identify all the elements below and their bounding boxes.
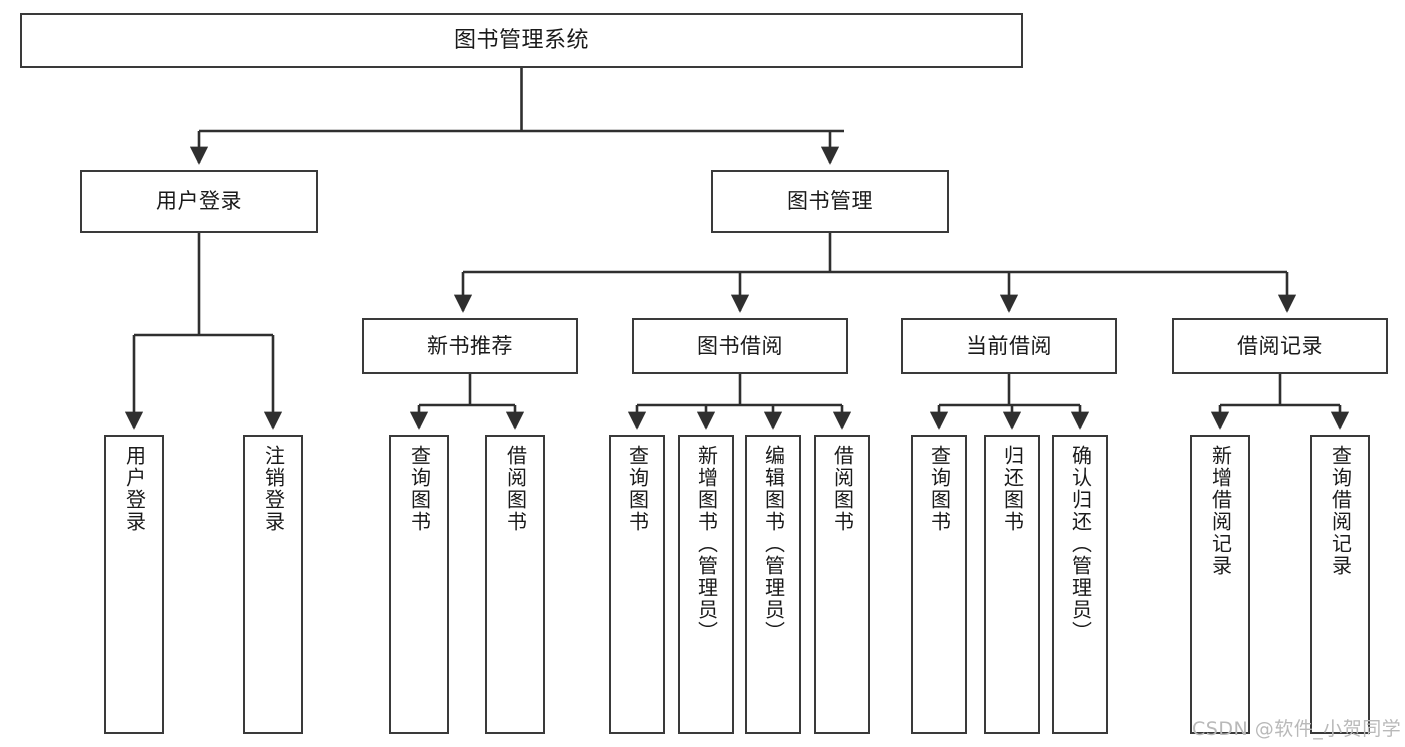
node-leaf-borrow-book-rec[interactable]: 借阅图书 [485, 435, 545, 734]
node-leaf-add-book-label: 新增图书（管理员） [694, 445, 719, 643]
node-book-manage[interactable]: 图书管理 [711, 170, 949, 233]
node-book-borrow[interactable]: 图书借阅 [632, 318, 848, 374]
node-leaf-logout[interactable]: 注销登录 [243, 435, 303, 734]
node-root[interactable]: 图书管理系统 [20, 13, 1023, 68]
node-root-label: 图书管理系统 [453, 27, 589, 53]
node-leaf-borrow-book[interactable]: 借阅图书 [814, 435, 870, 734]
node-borrow-record-label: 借阅记录 [1237, 333, 1323, 358]
node-new-book-rec[interactable]: 新书推荐 [362, 318, 578, 374]
node-leaf-query-record-label: 查询借阅记录 [1328, 445, 1353, 577]
node-borrow-record[interactable]: 借阅记录 [1172, 318, 1388, 374]
node-leaf-query-book-borrow[interactable]: 查询图书 [609, 435, 665, 734]
node-leaf-user-login[interactable]: 用户登录 [104, 435, 164, 734]
node-leaf-add-book[interactable]: 新增图书（管理员） [678, 435, 734, 734]
node-leaf-logout-label: 注销登录 [261, 445, 286, 533]
node-leaf-query-book-current-label: 查询图书 [927, 445, 952, 533]
node-leaf-borrow-book-rec-label: 借阅图书 [503, 445, 528, 533]
node-user-login[interactable]: 用户登录 [80, 170, 318, 233]
node-user-login-label: 用户登录 [156, 189, 242, 214]
node-leaf-edit-book-label: 编辑图书（管理员） [761, 445, 786, 643]
node-leaf-confirm-return-label: 确认归还（管理员） [1068, 445, 1093, 643]
node-leaf-query-book-rec[interactable]: 查询图书 [389, 435, 449, 734]
node-leaf-borrow-book-label: 借阅图书 [830, 445, 855, 533]
node-leaf-edit-book[interactable]: 编辑图书（管理员） [745, 435, 801, 734]
node-leaf-confirm-return[interactable]: 确认归还（管理员） [1052, 435, 1108, 734]
node-current-borrow-label: 当前借阅 [966, 333, 1052, 358]
node-book-manage-label: 图书管理 [787, 189, 873, 214]
csdn-watermark: CSDN @软件_小贺同学 [1192, 718, 1402, 740]
node-leaf-query-record[interactable]: 查询借阅记录 [1310, 435, 1370, 734]
node-leaf-user-login-label: 用户登录 [122, 445, 147, 533]
node-new-book-rec-label: 新书推荐 [427, 333, 513, 358]
node-current-borrow[interactable]: 当前借阅 [901, 318, 1117, 374]
node-leaf-query-book-rec-label: 查询图书 [407, 445, 432, 533]
node-book-borrow-label: 图书借阅 [697, 333, 783, 358]
node-leaf-query-book-borrow-label: 查询图书 [625, 445, 650, 533]
node-leaf-add-record-label: 新增借阅记录 [1208, 445, 1233, 577]
node-leaf-query-book-current[interactable]: 查询图书 [911, 435, 967, 734]
node-leaf-add-record[interactable]: 新增借阅记录 [1190, 435, 1250, 734]
node-leaf-return-book-label: 归还图书 [1000, 445, 1025, 533]
node-leaf-return-book[interactable]: 归还图书 [984, 435, 1040, 734]
